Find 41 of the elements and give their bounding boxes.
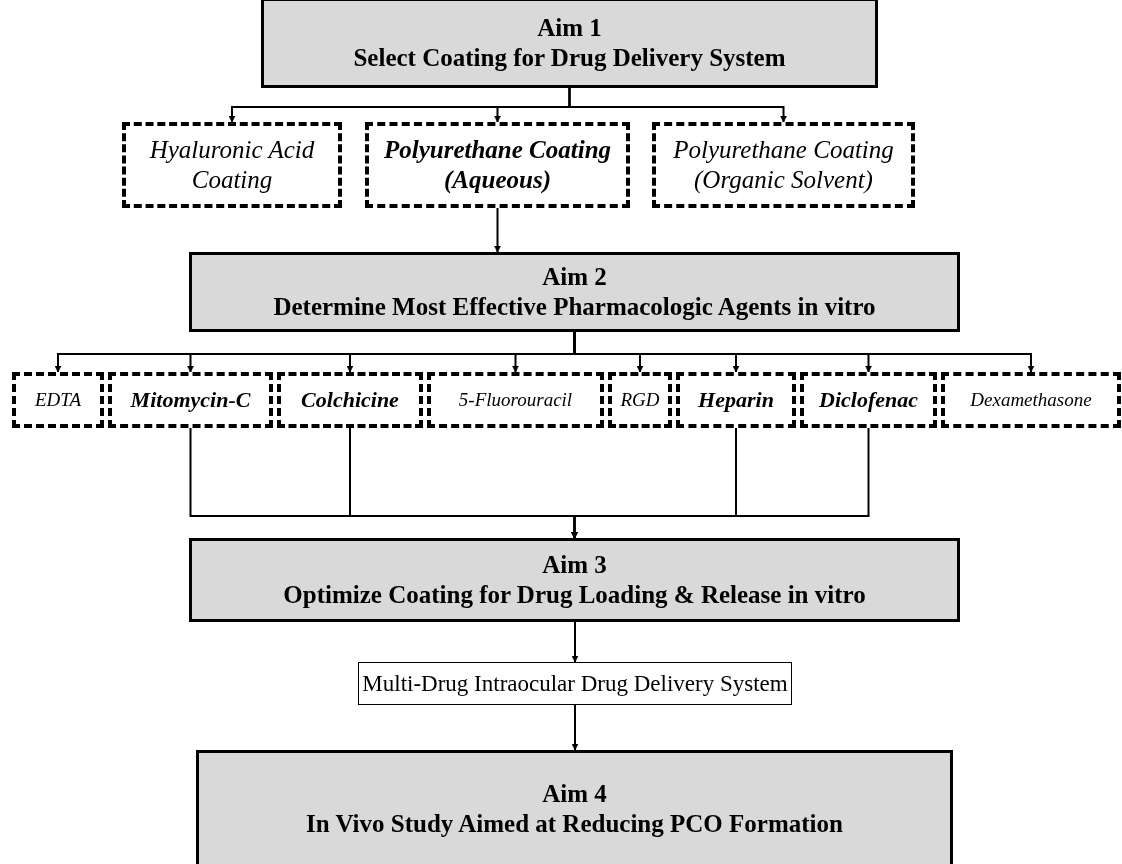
aim-box <box>189 252 960 332</box>
label: Mitomycin-C <box>130 386 251 414</box>
label: Hyaluronic Acid Coating <box>148 135 316 195</box>
heading: Aim 2 <box>542 262 607 292</box>
heading: Aim 1 <box>537 13 602 43</box>
label: Polyurethane Coating (Organic Solvent) <box>672 135 895 195</box>
aim-box <box>189 538 960 622</box>
arrow <box>494 207 501 253</box>
process-box <box>358 662 792 705</box>
agent-box <box>941 372 1121 428</box>
arrow <box>571 427 870 539</box>
arrow <box>571 704 579 751</box>
label: 5-Fluorouracil <box>458 388 573 412</box>
arrow <box>571 621 579 663</box>
label: In Vivo Study Aimed at Reducing PCO Formation <box>306 809 843 839</box>
arrow <box>568 87 787 123</box>
aim-box <box>261 0 878 88</box>
label: Dexamethasone <box>970 388 1092 412</box>
label: RGD <box>620 388 660 412</box>
label: Polyurethane Coating (Aqueous) <box>382 135 613 195</box>
agent-box <box>608 372 672 428</box>
agent-box <box>676 372 796 428</box>
heading: Aim 3 <box>542 550 607 580</box>
heading: Aim 4 <box>542 779 607 809</box>
label: Heparin <box>698 386 774 414</box>
agent-box <box>427 372 604 428</box>
label: Colchicine <box>301 386 399 414</box>
option-box <box>122 122 342 208</box>
label: Multi-Drug Intraocular Drug Delivery System <box>362 669 788 698</box>
agent-box <box>277 372 423 428</box>
option-box <box>365 122 630 208</box>
label: Optimize Coating for Drug Loading & Release in vitro <box>283 580 866 610</box>
label: Determine Most Effective Pharmacologic Agents in vitro <box>273 292 876 322</box>
option-box <box>652 122 915 208</box>
label: EDTA <box>34 388 82 412</box>
agent-box <box>800 372 937 428</box>
agent-box <box>108 372 273 428</box>
aim-box <box>196 750 953 864</box>
agent-box <box>12 372 104 428</box>
label: Diclofenac <box>819 386 918 414</box>
label: Select Coating for Drug Delivery System <box>353 43 786 73</box>
